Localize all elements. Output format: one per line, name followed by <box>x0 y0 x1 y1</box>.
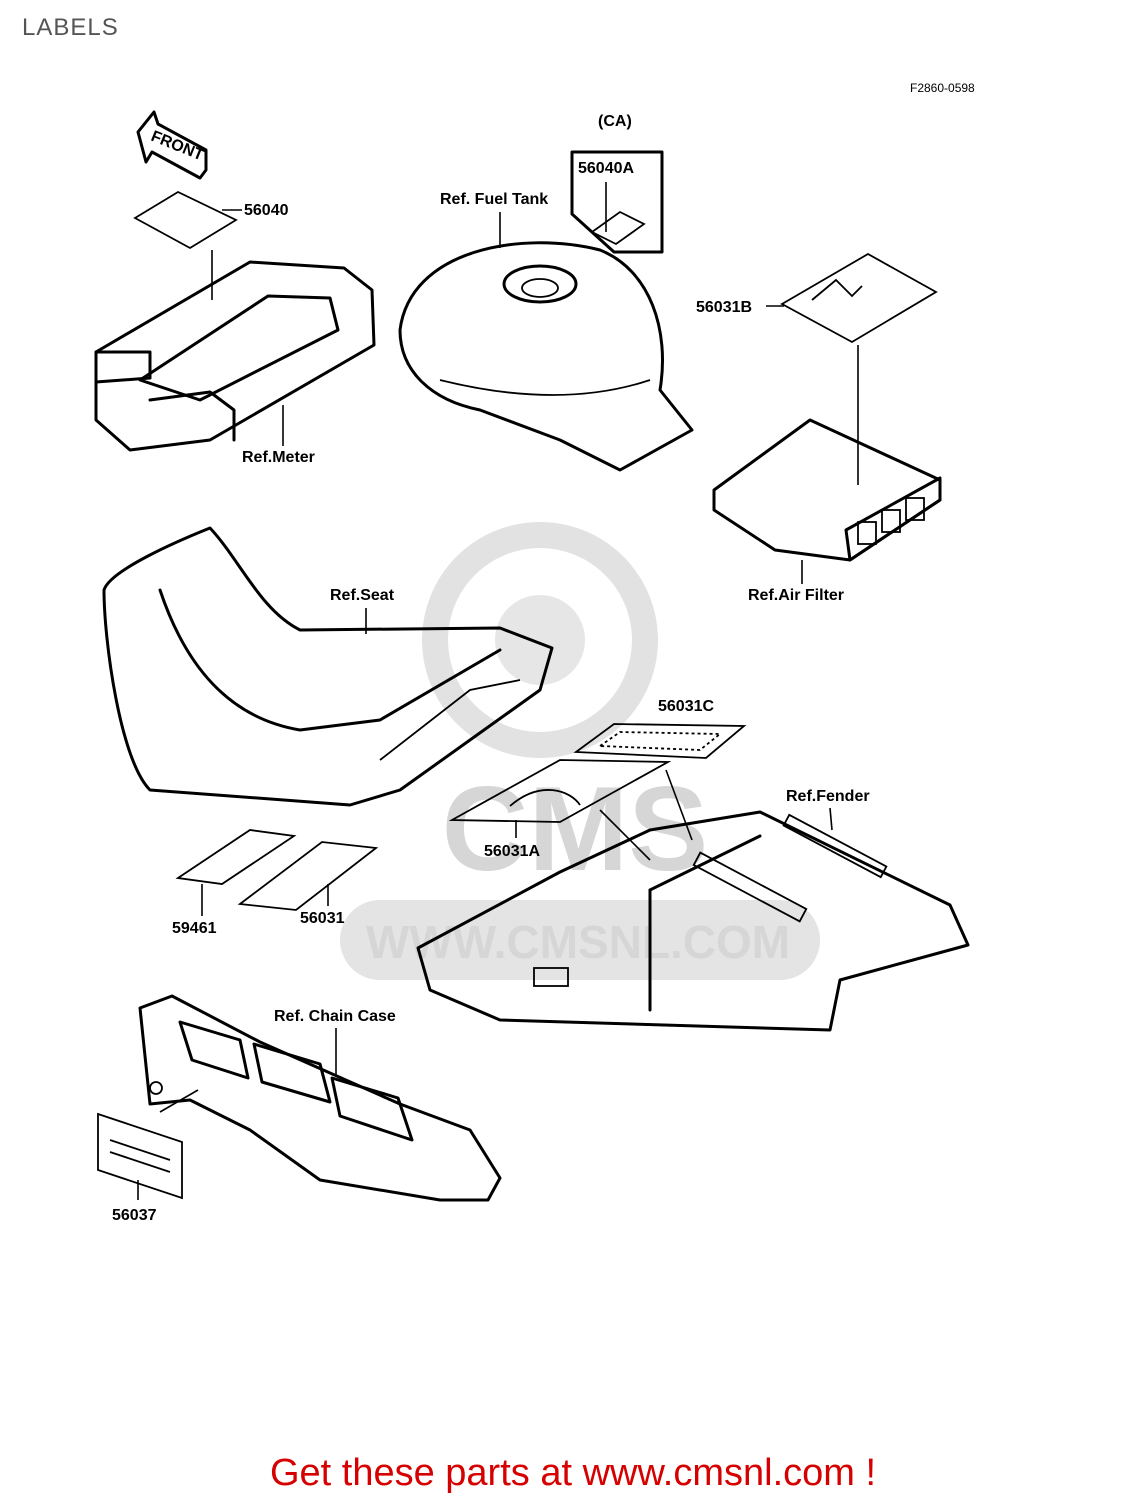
callout-59461: 59461 <box>172 920 217 937</box>
footer-link[interactable]: Get these parts at www.cmsnl.com ! <box>269 1452 877 1494</box>
air-filter-part <box>712 418 942 584</box>
ref-air-filter: Ref.Air Filter <box>748 587 844 604</box>
page-title: LABELS <box>22 14 119 41</box>
label-56037 <box>97 1112 183 1200</box>
callout-56031b: 56031B <box>696 299 752 316</box>
meter-part <box>94 260 376 452</box>
parts-diagram: CMS WWW.CMSNL.COM F2860-0598 FRONT 56040… <box>94 81 975 1224</box>
fuel-tank-part <box>398 241 694 472</box>
ref-fender: Ref.Fender <box>786 788 870 805</box>
fender-part <box>416 810 970 1032</box>
ref-meter: Ref.Meter <box>242 449 315 466</box>
ca-note: (CA) <box>598 113 632 130</box>
callout-56040a: 56040A <box>578 160 634 177</box>
ref-fuel-tank: Ref. Fuel Tank <box>440 191 548 208</box>
callout-56037: 56037 <box>112 1207 157 1224</box>
callout-56031c: 56031C <box>658 698 714 715</box>
labels-59461-56031 <box>175 829 379 916</box>
label-56031b <box>766 252 938 485</box>
seat-part <box>102 526 554 807</box>
watermark-brand: CMS <box>442 762 709 896</box>
ref-seat: Ref.Seat <box>330 587 395 604</box>
callout-56040: 56040 <box>244 202 289 219</box>
chain-case-part <box>138 994 502 1202</box>
callout-56031a: 56031A <box>484 843 540 860</box>
label-56040a-box <box>570 150 664 254</box>
label-56040 <box>133 190 242 300</box>
label-56031c <box>573 723 747 841</box>
front-arrow-icon: FRONT <box>136 110 208 180</box>
figure-code: F2860-0598 <box>910 81 975 95</box>
ref-chain-case: Ref. Chain Case <box>274 1008 396 1025</box>
callout-56031: 56031 <box>300 910 345 927</box>
watermark-url: WWW.CMSNL.COM <box>366 916 790 968</box>
label-56031a <box>448 759 672 861</box>
